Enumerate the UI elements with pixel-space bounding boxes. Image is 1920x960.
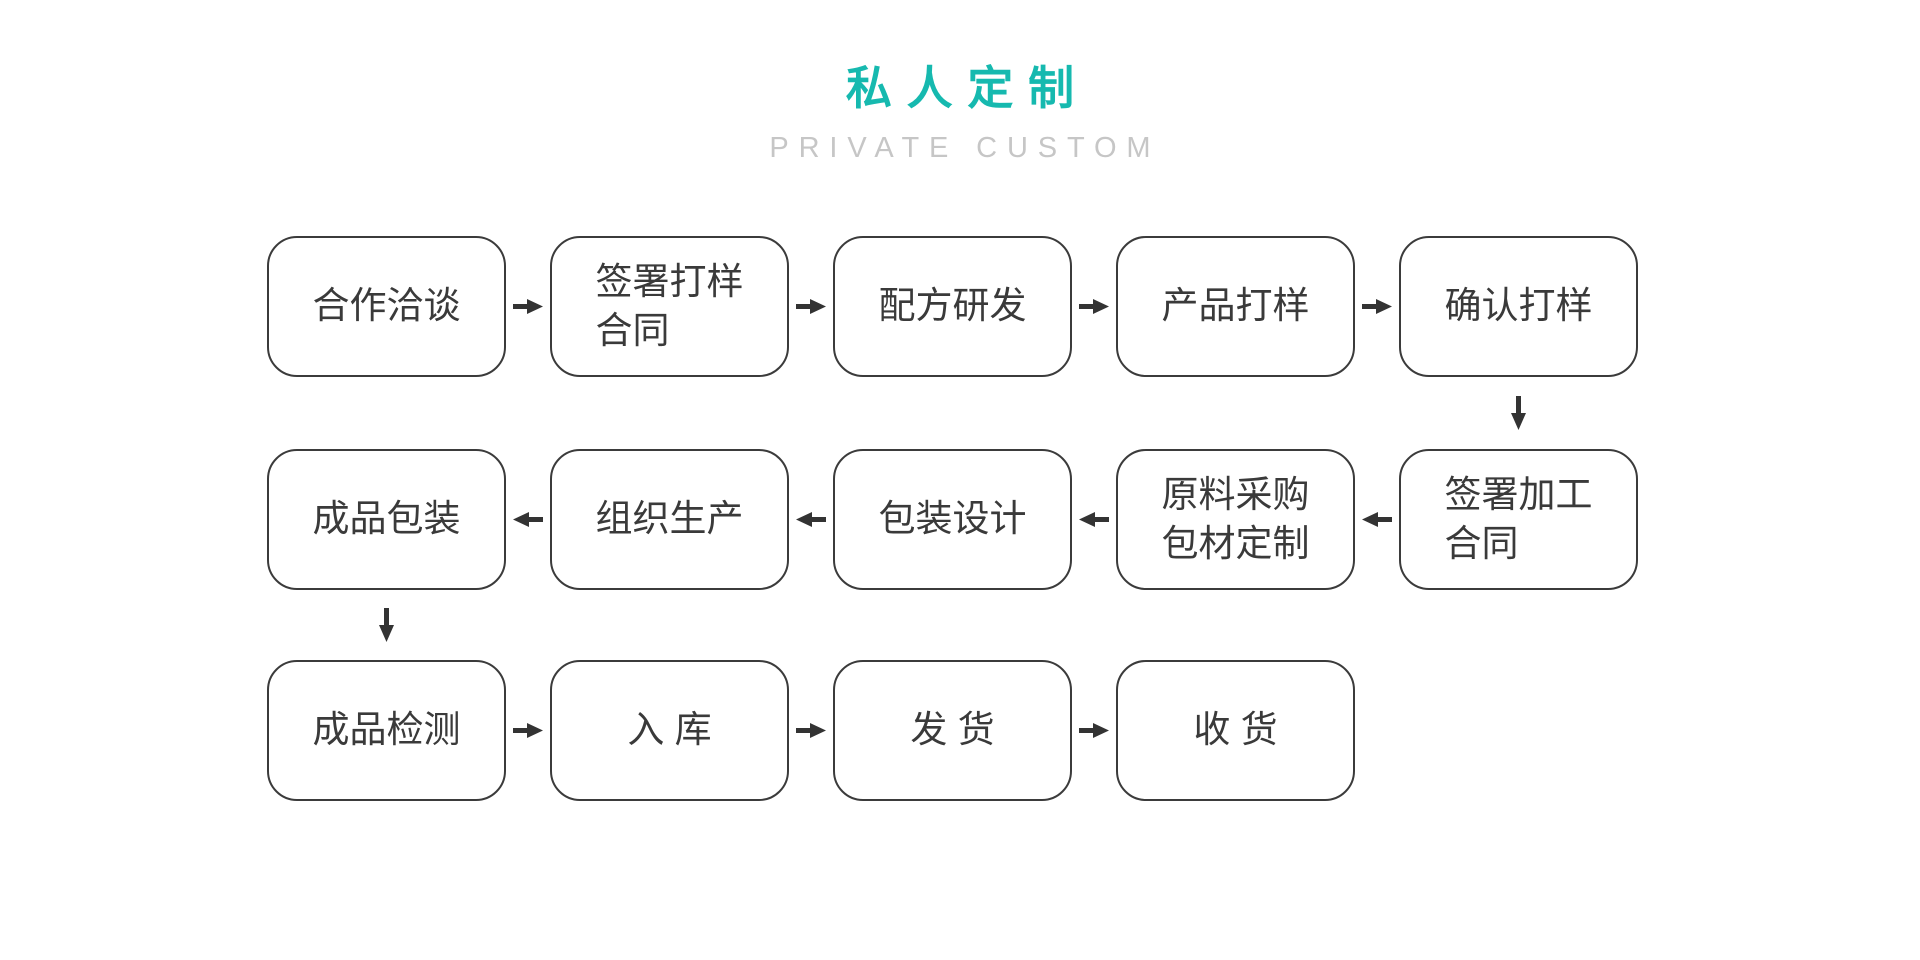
arrow-right-icon	[513, 299, 543, 314]
arrow-left-icon	[1079, 512, 1109, 527]
step-shipping: 发 货	[833, 660, 1072, 801]
arrow-right-icon	[1362, 299, 1392, 314]
arrow-left-icon	[796, 512, 826, 527]
step-cooperation-talks: 合作洽谈	[267, 236, 506, 377]
step-organize-production: 组织生产	[550, 449, 789, 590]
step-formula-development: 配方研发	[833, 236, 1072, 377]
step-finished-packaging: 成品包装	[267, 449, 506, 590]
step-sign-sampling-contract: 签署打样 合同	[550, 236, 789, 377]
arrow-down-icon	[1511, 396, 1526, 430]
step-raw-material-purchase: 原料采购 包材定制	[1116, 449, 1355, 590]
arrow-right-icon	[1079, 723, 1109, 738]
step-confirm-sample: 确认打样	[1399, 236, 1638, 377]
arrow-left-icon	[1362, 512, 1392, 527]
arrow-right-icon	[513, 723, 543, 738]
step-finished-inspection: 成品检测	[267, 660, 506, 801]
arrow-right-icon	[796, 299, 826, 314]
step-receiving: 收 货	[1116, 660, 1355, 801]
arrow-left-icon	[513, 512, 543, 527]
arrow-right-icon	[1079, 299, 1109, 314]
page-subtitle: PRIVATE CUSTOM	[769, 132, 1161, 164]
step-warehousing: 入 库	[550, 660, 789, 801]
step-packaging-design: 包装设计	[833, 449, 1072, 590]
page-title: 私人定制	[845, 62, 1089, 114]
step-sign-processing-contract: 签署加工 合同	[1399, 449, 1638, 590]
step-product-sampling: 产品打样	[1116, 236, 1355, 377]
arrow-right-icon	[796, 723, 826, 738]
arrow-down-icon	[379, 608, 394, 642]
